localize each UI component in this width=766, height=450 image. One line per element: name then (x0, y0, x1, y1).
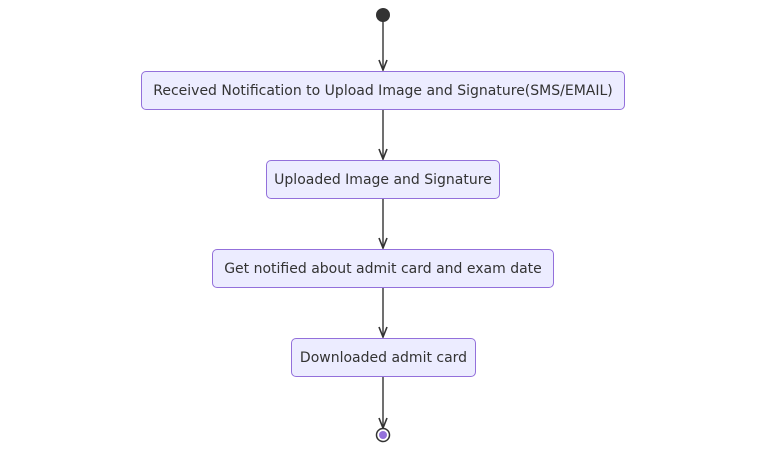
state-label: Downloaded admit card (299, 349, 468, 366)
state-downloaded-admit-card: Downloaded admit card (291, 338, 476, 377)
end-node (375, 427, 391, 443)
state-label: Received Notification to Upload Image an… (153, 82, 613, 99)
state-label: Get notified about admit card and exam d… (224, 260, 542, 277)
start-node (376, 8, 390, 22)
state-uploaded-image-signature: Uploaded Image and Signature (266, 160, 500, 199)
state-received-notification: Received Notification to Upload Image an… (141, 71, 625, 110)
state-notified-admit-card: Get notified about admit card and exam d… (212, 249, 554, 288)
state-label: Uploaded Image and Signature (274, 171, 492, 188)
